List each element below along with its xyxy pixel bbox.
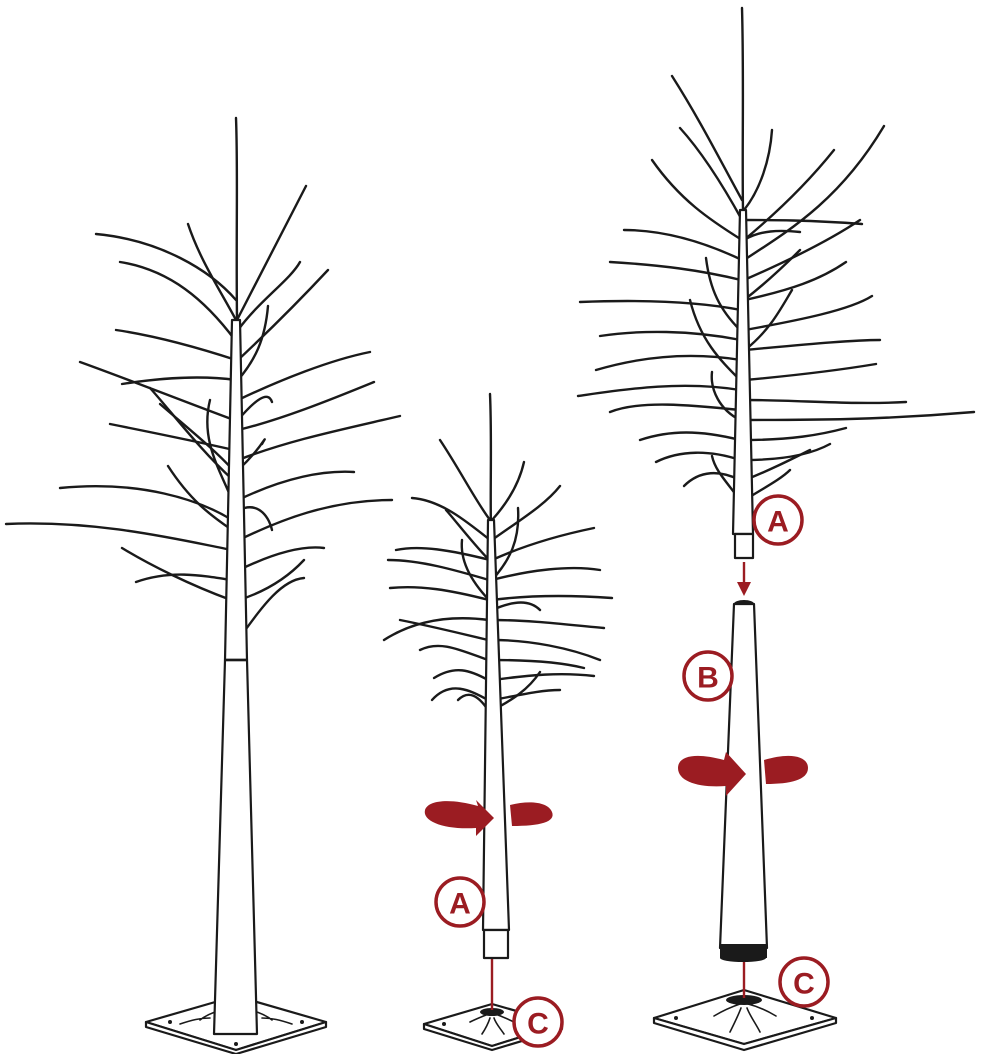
insert-arrow-icon [737,582,751,596]
callout-right-c: C [778,956,830,1008]
callout-right-b-label: B [697,662,719,695]
callout-right-b: B [682,650,734,702]
right-tree-branches [576,6,976,502]
right-top-trunk [731,208,755,560]
middle-tree-trunk [481,518,511,960]
callout-right-a-label: A [767,506,789,539]
middle-rotate-arrow [424,800,553,836]
callout-right-a: A [752,494,804,546]
middle-tree-branches [382,392,614,712]
callout-middle-a-label: A [449,888,471,921]
right-base [652,988,838,1052]
assembled-tree [4,116,402,1054]
right-assembly: A B C [576,6,976,1052]
callout-middle-a: A [434,876,486,928]
callout-middle-c: C [512,996,564,1048]
callout-right-c-label: C [793,968,815,1001]
right-rotate-arrow [678,752,808,796]
assembled-tree-branches [4,116,402,642]
rotate-arrow-icon [510,802,553,826]
assembled-tree-trunk [212,318,259,1036]
right-insert-arrow [737,562,751,596]
callout-middle-c-label: C [527,1008,549,1041]
middle-assembly: A C [382,392,614,1052]
